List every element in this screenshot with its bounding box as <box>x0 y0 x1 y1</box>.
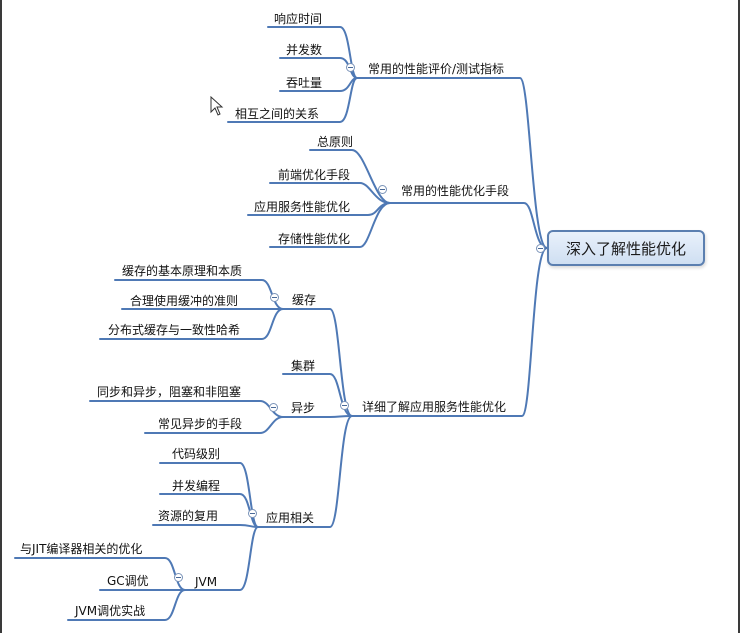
cluster-node[interactable]: 集群 <box>291 359 316 373</box>
collapse-toggle-branch3[interactable] <box>340 401 349 410</box>
branch1-item-concurrency[interactable]: 并发数 <box>286 43 323 57</box>
branch1-item-throughput[interactable]: 吞吐量 <box>286 76 323 90</box>
app-item-code-level[interactable]: 代码级别 <box>172 447 221 461</box>
branch1-node[interactable]: 常用的性能评价/测试指标 <box>368 62 505 76</box>
branch1-item-response-time[interactable]: 响应时间 <box>274 12 323 26</box>
app-item-reuse[interactable]: 资源的复用 <box>158 509 219 523</box>
jvm-item-practice[interactable]: JVM调优实战 <box>75 604 146 618</box>
cache-item-distributed[interactable]: 分布式缓存与一致性哈希 <box>108 323 241 337</box>
async-item-sync-async[interactable]: 同步和异步，阻塞和非阻塞 <box>97 385 242 399</box>
branch2-item-principle[interactable]: 总原则 <box>317 135 354 149</box>
collapse-toggle-jvm[interactable] <box>174 573 183 582</box>
collapse-toggle-async[interactable] <box>269 403 278 412</box>
jvm-item-jit[interactable]: 与JIT编译器相关的优化 <box>20 542 143 556</box>
collapse-toggle-root[interactable] <box>536 244 545 253</box>
async-node[interactable]: 异步 <box>291 401 316 415</box>
collapse-toggle-branch2[interactable] <box>378 185 387 194</box>
cache-node[interactable]: 缓存 <box>292 293 317 307</box>
collapse-toggle-cache[interactable] <box>270 293 279 302</box>
root-node[interactable]: 深入了解性能优化 <box>547 230 705 266</box>
branch2-item-app-server[interactable]: 应用服务性能优化 <box>254 200 351 214</box>
collapse-toggle-branch1[interactable] <box>346 63 355 72</box>
collapse-toggle-app[interactable] <box>248 509 257 518</box>
window-left-border <box>0 0 2 633</box>
cache-item-principle[interactable]: 缓存的基本原理和本质 <box>122 264 243 278</box>
branch2-node[interactable]: 常用的性能优化手段 <box>401 184 510 198</box>
branch2-item-storage[interactable]: 存储性能优化 <box>278 232 351 246</box>
root-label: 深入了解性能优化 <box>565 239 686 258</box>
window-right-border <box>738 0 740 633</box>
app-item-concurrency[interactable]: 并发编程 <box>172 479 221 493</box>
async-item-means[interactable]: 常见异步的手段 <box>158 417 243 431</box>
branch1-item-relationship[interactable]: 相互之间的关系 <box>235 107 320 121</box>
jvm-item-gc[interactable]: GC调优 <box>107 574 149 588</box>
branch2-item-frontend[interactable]: 前端优化手段 <box>278 168 351 182</box>
app-node[interactable]: 应用相关 <box>266 511 315 525</box>
cache-item-rules[interactable]: 合理使用缓冲的准则 <box>130 294 239 308</box>
jvm-node[interactable]: JVM <box>195 575 218 589</box>
branch3-node[interactable]: 详细了解应用服务性能优化 <box>362 400 507 414</box>
mouse-cursor-icon <box>210 96 224 116</box>
